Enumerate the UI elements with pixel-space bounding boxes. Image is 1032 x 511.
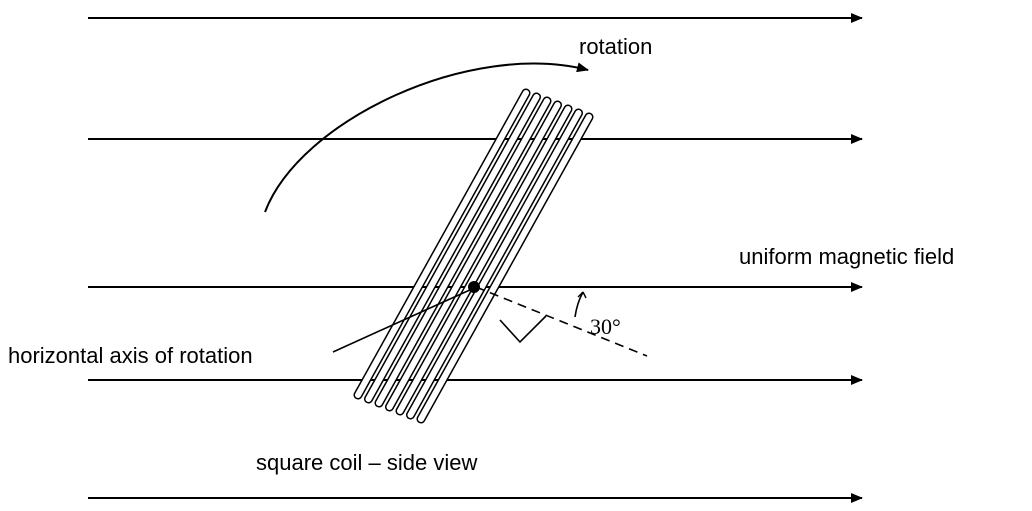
coil-turn-fill <box>365 94 540 402</box>
axis-leader-line <box>332 288 473 353</box>
coil-turn-fill <box>407 110 582 418</box>
coil-turn-fill <box>418 114 592 422</box>
rotation-arrow <box>264 62 589 213</box>
field-label: uniform magnetic field <box>739 244 955 269</box>
coil-turn-fill <box>386 102 561 410</box>
coil-turn-fill <box>355 90 529 398</box>
rotation-label: rotation <box>579 34 653 59</box>
axis-dot <box>468 281 480 293</box>
coil-turn-fill <box>376 98 550 406</box>
angle-label: 30° <box>590 314 621 339</box>
square-coil <box>353 88 594 424</box>
axis-label: horizontal axis of rotation <box>8 343 253 368</box>
right-angle-marker <box>499 315 547 344</box>
coil-label: square coil – side view <box>256 450 478 475</box>
angle-arc-arrow-top <box>577 291 587 299</box>
coil-normal-dashed-line <box>475 286 648 357</box>
coil-turn-fill <box>397 106 571 414</box>
